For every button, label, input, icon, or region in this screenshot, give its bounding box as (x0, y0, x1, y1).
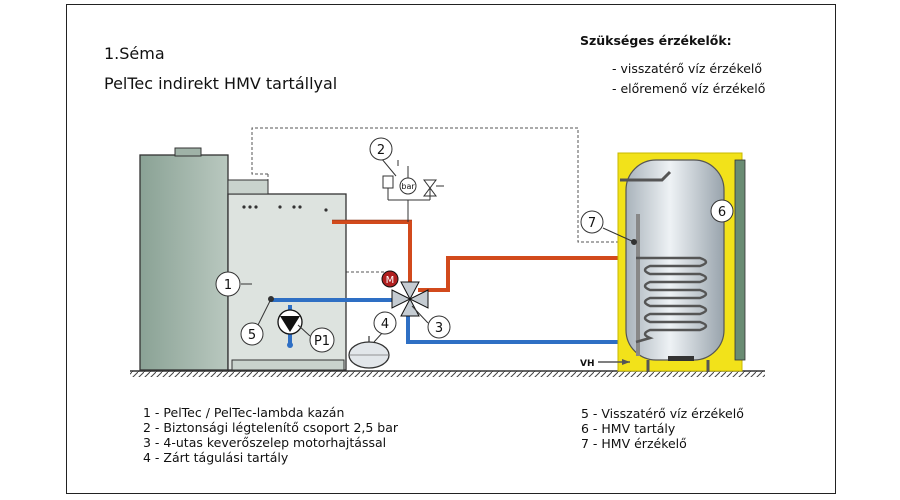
safety-group (382, 160, 444, 222)
vh-label: VH (580, 359, 595, 369)
svg-text:6: 6 (718, 205, 726, 220)
svg-text:4: 4 (381, 317, 389, 332)
motor-label: M (386, 275, 395, 286)
legend-item-6: 6 - HMV tartály (581, 421, 676, 436)
legend-left: 1 - PelTec / PelTec-lambda kazán 2 - Biz… (143, 405, 398, 465)
diagram-frame (66, 4, 836, 494)
flow-pipes (332, 220, 636, 292)
svg-text:3: 3 (435, 321, 443, 336)
required-sensors-title: Szükséges érzékelők: (580, 33, 732, 48)
legend-item-2: 2 - Biztonsági légtelenítő csoport 2,5 b… (143, 420, 399, 435)
legend-item-5: 5 - Visszatérő víz érzékelő (581, 406, 744, 421)
circulation-pump (277, 309, 303, 348)
hmv-tank (598, 152, 746, 372)
legend-item-3: 3 - 4-utas keverőszelep motorhajtással (143, 435, 387, 450)
pressure-gauge: bar (399, 177, 417, 195)
svg-text:5: 5 (248, 328, 256, 343)
callout-leaders (241, 157, 635, 343)
legend-item-4: 4 - Zárt tágulási tartály (143, 450, 289, 465)
required-sensor-flow: - előremenő víz érzékelő (612, 81, 766, 96)
svg-text:P1: P1 (314, 334, 330, 349)
required-sensor-return: - visszatérő víz érzékelő (612, 61, 763, 76)
callout-4: 4 (373, 311, 397, 335)
legend-item-7: 7 - HMV érzékelő (581, 436, 687, 451)
scheme-number: 1.Séma (104, 44, 165, 63)
svg-text:7: 7 (588, 216, 596, 231)
scheme-title: PelTec indirekt HMV tartállyal (104, 74, 338, 93)
callout-3: 3 (427, 315, 451, 339)
svg-text:1: 1 (224, 278, 232, 293)
mixing-valve (391, 281, 429, 317)
legend-item-1: 1 - PelTec / PelTec-lambda kazán (143, 405, 345, 420)
legend-right: 5 - Visszatérő víz érzékelő 6 - HMV tart… (581, 406, 744, 451)
callout-1: 1 (215, 271, 241, 297)
callout-5: 5 (240, 322, 264, 346)
expansion-vessel (348, 336, 390, 369)
valve-motor: M (381, 270, 399, 288)
callout-7: 7 (580, 210, 604, 234)
svg-text:2: 2 (377, 143, 385, 158)
floor (130, 370, 765, 377)
callout-p1: P1 (309, 327, 335, 353)
callout-2: 2 (369, 137, 393, 161)
gauge-label: bar (401, 182, 415, 191)
callout-6: 6 (710, 199, 734, 223)
